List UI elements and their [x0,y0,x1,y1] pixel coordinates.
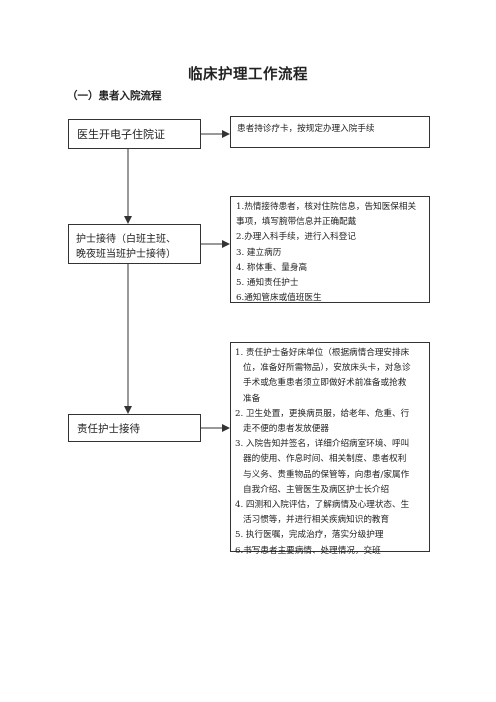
step-line: 3. 入院告知并签名，详细介绍病室环境、呼叫 [235,439,410,450]
step-line: 走不便的患者发放便器 [243,424,329,435]
step-line: 位，准备好所需物品），安放床头卡，对急诊 [243,363,411,374]
step-line: 器的使用、作息时间、相关制度、患者权利 [243,454,407,465]
step-line: 4. 称体重、量身高 [236,262,308,273]
step-line: 6.书写患者主要病情、处理情况，交班 [235,545,381,556]
responsible-nurse-box: 责任护士接待 [68,414,201,442]
page-title: 临床护理工作流程 [188,67,308,83]
step-line: 准备 [243,393,261,404]
nurse-reception-box: 护士接待（白班主班、 晚夜班当班护士接待） [68,224,201,264]
responsible-nurse-steps-box: 1. 责任护士备好床单位（根据病情合理安排床位，准备好所需物品），安放床头卡，对… [230,342,430,556]
step-line: 手术或危重患者须立即做好术前准备或抢救 [243,378,407,389]
step-line: 5. 通知责任护士 [236,278,299,289]
step-line: 3. 建立病历 [236,247,282,258]
step-line: 2.办理入科手续，进行入科登记 [236,232,356,243]
step-line: 4. 四测和入院评估，了解病情及心理状态、生 [235,500,410,511]
reception-line: 晚夜班当班护士接待） [76,249,176,260]
patient-admission-box: 患者持诊疗卡，按规定办理入院手续 [230,116,430,148]
step-line: 2. 卫生处置，更换病员服，给老年、危重、行 [235,408,410,419]
step-line: 事项，填写腕带信息并正确配戴 [236,217,357,228]
step-line: 活习惯等，并进行相关疾病知识的教育 [243,515,390,526]
step-line: 6.通知管床或值班医生 [236,293,322,304]
step-line: 1.热情接待患者，核对住院信息，告知医保相关 [236,202,417,212]
step-line: 5. 执行医嘱，完成治疗，落实分级护理 [235,530,384,541]
reception-steps-box: 1.热情接待患者，核对住院信息，告知医保相关 事项，填写腕带信息并正确配戴 2.… [230,196,430,303]
step-line: 自我介绍、主管医生及病区护士长介绍 [243,484,390,495]
step-line: 1. 责任护士备好床单位（根据病情合理安排床 [235,348,410,358]
step-line: 与义务、贵重物品的保管等，向患者/家属作 [243,469,410,480]
reception-line: 护士接待（白班主班、 [76,234,176,245]
section-heading: （一）患者入院流程 [67,90,162,102]
doctor-admission-box: 医生开电子住院证 [68,119,201,149]
